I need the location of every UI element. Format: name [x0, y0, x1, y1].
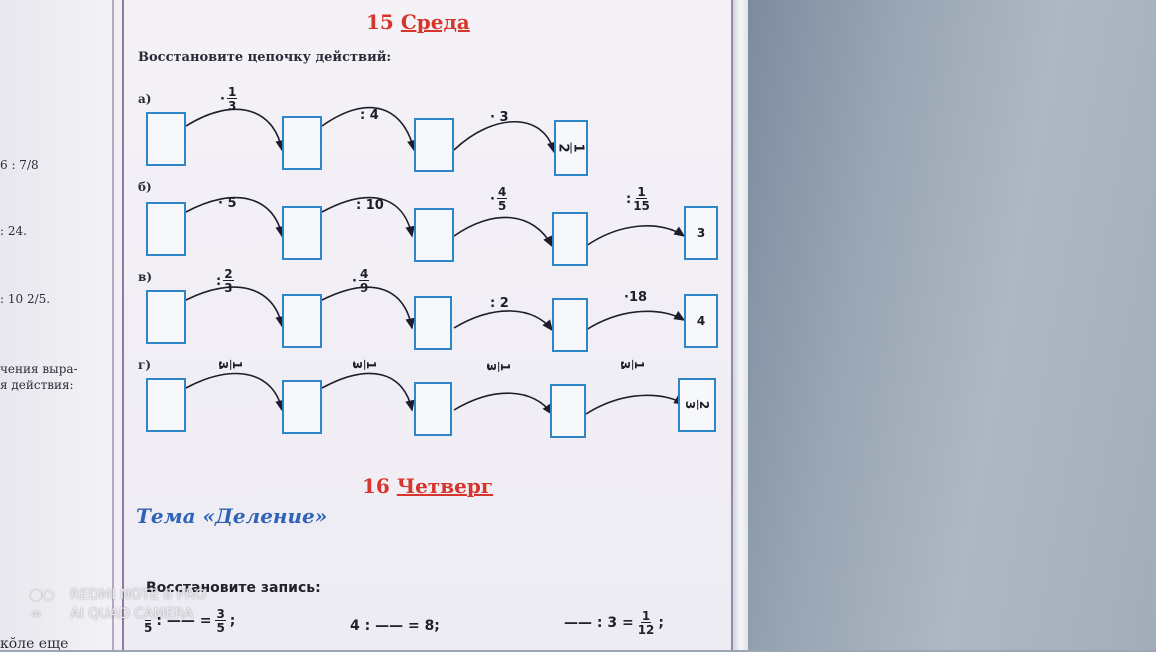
left-fragment-1: 6 : 7/8 [0, 158, 39, 172]
op-d1-den: 3 [216, 360, 231, 370]
row-label-c: в) [138, 270, 153, 284]
op-d3-den: 3 [484, 362, 499, 372]
chain-box-b3[interactable] [414, 208, 454, 262]
row-label-d: г) [138, 358, 152, 372]
op-a3: · 3 [490, 110, 509, 125]
chain-box-c3[interactable] [414, 296, 452, 350]
chain-box-d4[interactable] [550, 384, 586, 438]
left-fragment-5: я действия: [0, 378, 74, 392]
op-c3: : 2 [490, 296, 509, 311]
op-d1-num: 1 [230, 359, 245, 371]
op-a1-num: 1 [226, 85, 238, 99]
op-a2: : 4 [360, 108, 379, 123]
answer-a-num: 1 [570, 142, 586, 154]
op-b3-den: 5 [497, 199, 507, 213]
left-fragment-bottom: ко̆ле еще [0, 636, 69, 652]
chain-box-d1[interactable] [146, 378, 186, 432]
chain-box-c4[interactable] [552, 298, 588, 352]
op-c4: ·18 [624, 290, 648, 305]
chain-box-b2[interactable] [282, 206, 322, 260]
left-fragment-2: : 24. [0, 224, 27, 238]
watermark-line-1: REDMI NOTE 8 PRO [70, 587, 206, 603]
eq1-den: 5 [144, 621, 153, 635]
page-divider [112, 0, 124, 650]
chain-box-a2[interactable] [282, 116, 322, 170]
chain-box-d3[interactable] [414, 382, 452, 436]
chain-arrows [185, 106, 686, 416]
day-16-name: Четверг [396, 474, 494, 498]
left-fragment-4: чения выра- [0, 362, 78, 376]
equation-2: 4 : —— = 8; [350, 618, 440, 634]
op-b4-den: 15 [633, 199, 650, 213]
restore-title: Восстановите запись: [146, 580, 321, 596]
eq3-den: 12 [637, 623, 655, 637]
eq3-num: 1 [640, 609, 652, 623]
op-b3-num: 4 [496, 185, 508, 199]
theme-title: Тема «Деление» [136, 504, 328, 528]
row-label-a: а) [138, 92, 152, 106]
chain-box-d2[interactable] [282, 380, 322, 434]
eq3-prefix: —— : 3 = [564, 615, 634, 631]
chain-box-a3[interactable] [414, 118, 454, 172]
op-c2-den: 9 [359, 281, 369, 295]
op-d4-den: 3 [618, 360, 633, 370]
answer-d-num: 2 [696, 399, 711, 411]
day-15-number: 15 [366, 10, 394, 34]
monitor-background [748, 0, 1156, 650]
quad-camera-icon: ∞ [30, 606, 42, 622]
watermark-line-2: AI QUAD CAMERA [70, 606, 194, 622]
day-15-name: Среда [400, 10, 470, 34]
eq1-res-num: 3 [215, 607, 226, 621]
eq1-res-den: 5 [216, 621, 225, 635]
op-d2-den: 3 [350, 360, 365, 370]
worksheet: 15 Среда Восстановите цепочку действий: [124, 0, 733, 650]
day-16-title: 16 Четверг [362, 474, 493, 498]
answer-d-den: 3 [682, 400, 697, 410]
op-b2: : 10 [356, 198, 384, 213]
chain-box-c2[interactable] [282, 294, 322, 348]
op-a1-den: 3 [227, 99, 237, 113]
day-15-title: 15 Среда [366, 10, 470, 34]
row-label-b: б) [138, 180, 152, 194]
instruction-text: Восстановите цепочку действий: [138, 50, 392, 65]
op-d4-num: 1 [632, 359, 647, 371]
op-b4-num: 1 [636, 185, 647, 199]
left-page-fragment: 6 : 7/8 : 24. : 10 2/5. чения выра- я де… [0, 0, 112, 650]
chain-box-b1[interactable] [146, 202, 186, 256]
op-c1-den: 3 [224, 281, 233, 295]
camera-dots-icon: ●○ [30, 587, 55, 603]
left-fragment-3: : 10 2/5. [0, 292, 51, 306]
answer-box-c: 4 [684, 294, 718, 348]
monitor-bezel [733, 0, 751, 650]
op-c1-num: 2 [223, 267, 234, 281]
answer-a-den: 2 [555, 143, 571, 153]
chain-box-c1[interactable] [146, 290, 186, 344]
chain-box-a1[interactable] [146, 112, 186, 166]
answer-box-b: 3 [684, 206, 718, 260]
op-d3-num: 1 [498, 361, 513, 373]
op-b1: · 5 [218, 196, 237, 211]
day-16-number: 16 [362, 474, 390, 498]
op-d2-num: 1 [364, 359, 379, 371]
op-c2-num: 4 [358, 267, 370, 281]
chain-box-b4[interactable] [552, 212, 588, 266]
